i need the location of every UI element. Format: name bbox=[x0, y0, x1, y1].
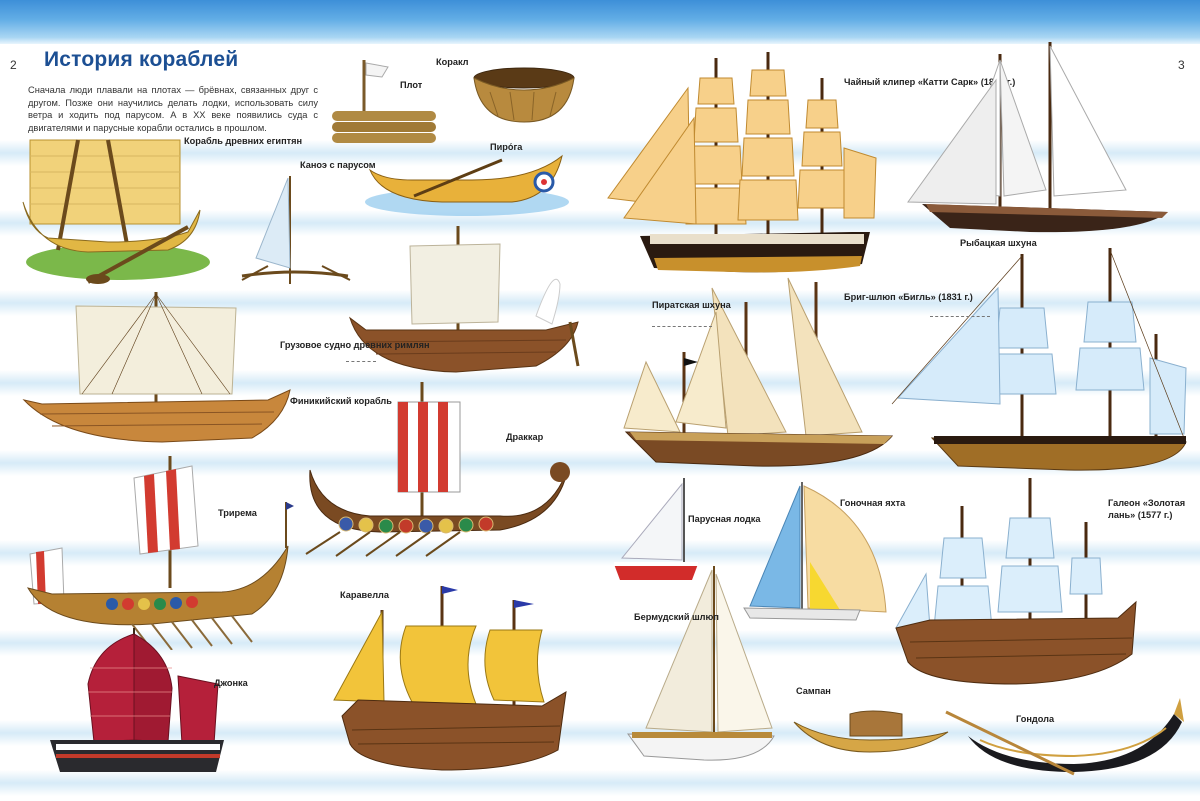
coracle-illustration bbox=[470, 64, 578, 126]
pirogue-illustration bbox=[362, 150, 572, 218]
leader-line bbox=[346, 361, 376, 362]
trireme-illustration bbox=[22, 454, 294, 650]
leader-line bbox=[930, 316, 990, 317]
pirate-schooner-illustration bbox=[616, 272, 898, 472]
cutty-sark-illustration bbox=[604, 48, 880, 276]
label-trireme: Трирема bbox=[218, 508, 257, 518]
label-fishing-schooner: Рыбацкая шхуна bbox=[960, 238, 1037, 248]
canoe-with-sail-illustration bbox=[238, 172, 356, 298]
phoenician-ship-illustration bbox=[22, 290, 294, 448]
gondola-illustration bbox=[944, 692, 1188, 776]
label-sailboat: Парусная лодка bbox=[688, 514, 761, 524]
label-drakkar: Драккар bbox=[506, 432, 544, 442]
egyptian-ship-illustration bbox=[18, 132, 213, 287]
fishing-schooner-illustration bbox=[900, 40, 1172, 236]
label-pirogue: Пиро́га bbox=[490, 142, 523, 152]
label-bermuda-sloop: Бермудский шлюп bbox=[634, 612, 719, 622]
racing-yacht-illustration bbox=[740, 480, 890, 640]
bermuda-sloop-illustration bbox=[624, 564, 778, 774]
raft-illustration bbox=[330, 55, 440, 150]
leader-line bbox=[652, 326, 712, 327]
sea-header-band bbox=[0, 0, 1200, 44]
page-title: История кораблей bbox=[44, 48, 239, 71]
page-number-left: 2 bbox=[10, 58, 17, 72]
label-beagle: Бриг-шлюп «Бигль» (1831 г.) bbox=[844, 292, 973, 302]
label-roman-cargo-ship: Грузовое судно древних римлян bbox=[280, 340, 430, 350]
label-phoenician-ship: Финикийский корабль bbox=[290, 396, 392, 406]
sampan-illustration bbox=[790, 708, 952, 760]
caravel-illustration bbox=[322, 580, 580, 778]
label-golden-hind: Галеон «Золотая лань» (1577 г.) bbox=[1108, 498, 1186, 520]
wave-band bbox=[0, 770, 1200, 796]
beagle-illustration bbox=[888, 248, 1190, 474]
label-pirate-schooner: Пиратская шхуна bbox=[652, 300, 731, 310]
label-junk: Джонка bbox=[214, 678, 248, 688]
intro-text: Сначала люди плавали на плотах — брёвнах… bbox=[28, 85, 318, 133]
page-number-right: 3 bbox=[1178, 58, 1185, 72]
wave-band bbox=[0, 540, 1200, 566]
golden-hind-illustration bbox=[886, 478, 1142, 702]
roman-cargo-ship-illustration bbox=[346, 226, 590, 378]
label-gondola: Гондола bbox=[1016, 714, 1055, 724]
label-coracle: Коракл bbox=[436, 57, 469, 67]
label-caravel: Каравелла bbox=[340, 590, 389, 600]
sailboat-illustration bbox=[612, 476, 702, 584]
label-raft: Плот bbox=[400, 80, 423, 90]
junk-illustration bbox=[48, 628, 232, 778]
label-sampan: Сампан bbox=[796, 686, 831, 696]
label-canoe-with-sail: Каноэ с парусом bbox=[300, 160, 376, 170]
label-racing-yacht: Гоночная яхта bbox=[840, 498, 906, 508]
label-egyptian-ship: Корабль древних египтян bbox=[184, 136, 303, 146]
drakkar-illustration bbox=[300, 380, 576, 558]
